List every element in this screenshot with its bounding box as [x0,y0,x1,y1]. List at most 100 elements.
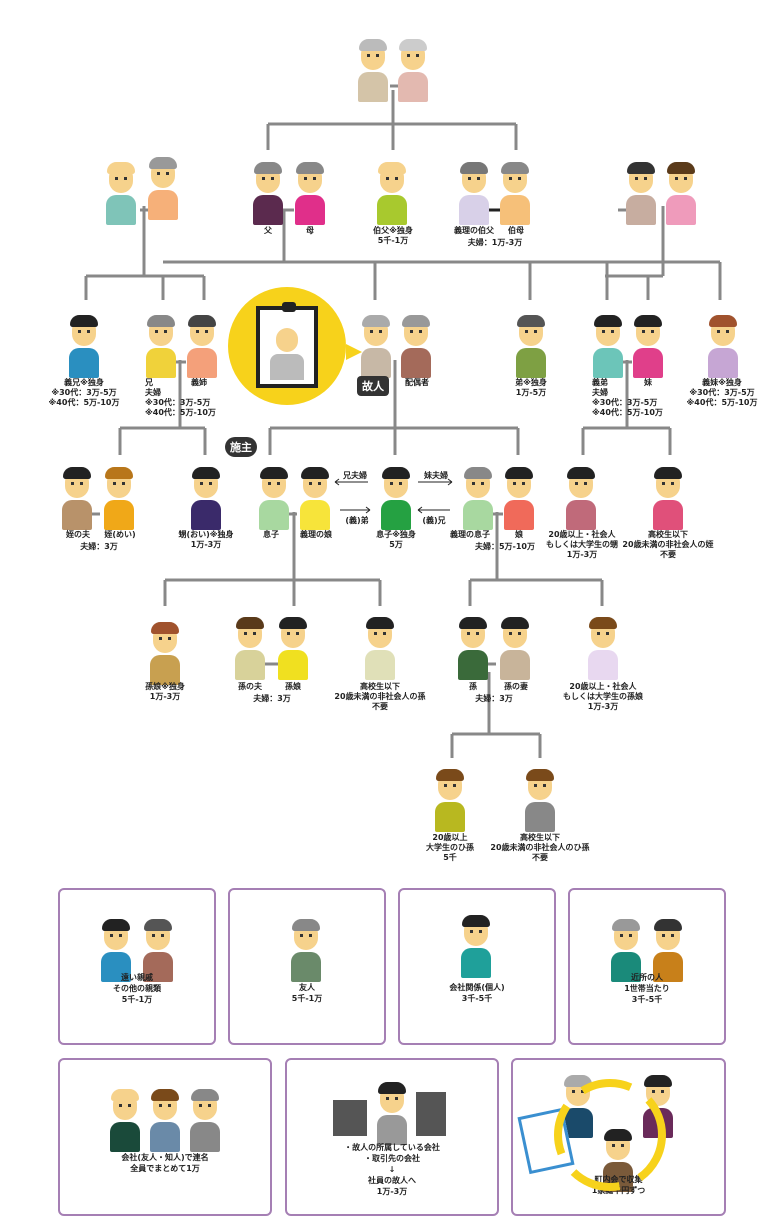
category-box1: 遠い親戚 その他の親類 5千-1万 [58,888,216,1045]
label-gik: 義兄※独身 ※30代：3万-5万 ※40代：5万-10万 [48,378,120,407]
person-mago3 [455,617,491,682]
person-gp1 [355,39,391,104]
person-b4a [608,919,644,984]
category-label: 会社(友人・知人)で連名 全員でまとめて1万 [121,1153,209,1173]
person-eyes [159,637,171,640]
category-label: 町内会で収集 1家庭千円ずつ [591,1175,646,1195]
label-mago4: 20歳以上・社会人 もしくは大学生の孫娘 1万-3万 [563,682,643,711]
person-body [146,348,176,378]
person-body [190,1122,220,1152]
person-body [377,1115,407,1145]
person-body [291,952,321,982]
person-eyes [155,330,167,333]
person-eyes [525,330,537,333]
person-gim [705,315,741,380]
person-eyes [513,482,525,485]
person-hair [567,467,595,479]
deceased-tag: 故人 [357,376,389,396]
person-hair [296,162,324,174]
person-body [358,72,388,102]
label-mus3: 娘 [515,530,523,539]
label-gsi: 義姉 [191,378,207,387]
person-mago_o [232,617,268,682]
label-oto: 弟※独身 1万-5万 [515,378,547,397]
person-body [365,650,395,680]
person-body [653,500,683,530]
person-hair [612,919,640,931]
person-body [148,190,178,220]
label-oji: 伯父※独身 5千-1万 [373,226,413,245]
person-b5b [147,1089,183,1154]
label-gmu: 義理の息子 [450,530,490,539]
person-body [666,195,696,225]
person-mo [292,162,328,227]
category-label: 近所の人 1世帯当たり 3千-5千 [624,973,670,1004]
person-mago4 [585,617,621,682]
person-b5a [107,1089,143,1154]
person-kojin [358,315,394,380]
category-box6: ・故人の所属している会社 ・取引先の会社 ↓ 社員の故人へ 1万-3万 [285,1058,499,1216]
person-eyes [509,632,521,635]
person-body [459,195,489,225]
label-ani: 兄 夫婦 ※30代：3万-5万 ※40代：5万-10万 [145,378,216,417]
person-hair [107,162,135,174]
person-mago1 [147,622,183,687]
person-body [361,348,391,378]
person-ps4 [663,162,699,227]
person-body [626,195,656,225]
person-body [588,650,618,680]
person-body [516,348,546,378]
person-body [398,72,428,102]
person-oi2 [563,467,599,532]
person-hair [292,919,320,931]
person-gmu [460,467,496,532]
person-eyes [300,934,312,937]
person-eyes [119,1104,131,1107]
person-eyes [390,482,402,485]
person-oji [374,162,410,227]
person-ps2 [145,157,181,222]
person-mus3 [501,467,537,532]
portrait-face [276,328,298,352]
label-mago2: 高校生以下 20歳未満の非社会人の孫 不要 [334,682,426,711]
person-gp2 [395,39,431,104]
person-body [110,1122,140,1152]
person-body [504,500,534,530]
category-box3: 会社関係(個人) 3千-5千 [398,888,556,1045]
label-fa: 父 [264,226,272,235]
category-label: 遠い親戚 その他の親類 5千-1万 [113,973,161,1004]
person-body [191,500,221,530]
person-eyes [534,784,546,787]
person-hair [654,467,682,479]
person-body [106,195,136,225]
label-fuf1: 夫婦：1万-3万 [467,238,523,247]
person-body [708,348,738,378]
person-hair [501,162,529,174]
person-body [300,500,330,530]
person-hair [667,162,695,174]
person-hair [459,617,487,629]
memorial-portrait [256,302,318,388]
person-hair [399,39,427,51]
label-mago1: 孫娘※独身 1万-3万 [145,682,185,701]
person-eyes [262,177,274,180]
person-eyes [410,330,422,333]
person-eyes [572,1090,584,1093]
person-mei2 [650,467,686,532]
person-eyes [470,930,482,933]
person-hi1 [432,769,468,834]
person-mus [256,467,292,532]
label-mei: 姪(めい) [104,530,136,539]
label-mago_m: 孫娘 [285,682,301,691]
label-hi1: 20歳以上 大学生のひ孫 5千 [426,833,474,862]
person-body [253,195,283,225]
person-eyes [652,1090,664,1093]
person-eyes [444,784,456,787]
person-body [463,500,493,530]
person-eyes [575,482,587,485]
person-body [525,802,555,832]
circulation-ring [554,1079,666,1191]
person-eyes [115,177,127,180]
person-hair [236,617,264,629]
person-body [566,500,596,530]
